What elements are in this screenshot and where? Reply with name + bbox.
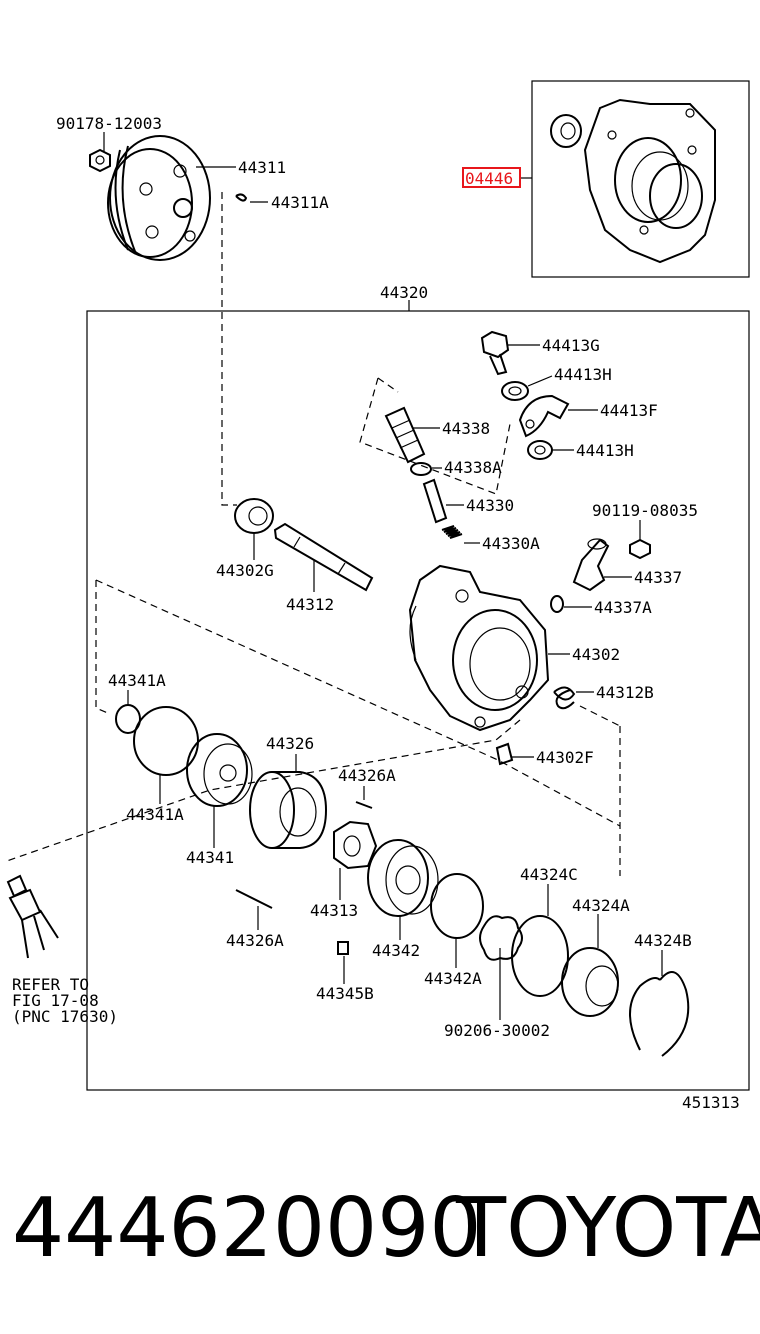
highlight-box-04446 <box>462 167 521 188</box>
label-44324c[interactable]: 44324C <box>520 865 578 884</box>
dashed-guides <box>3 192 621 876</box>
label-90178-12003[interactable]: 90178-12003 <box>56 114 162 133</box>
label-44341a-upper[interactable]: 44341A <box>108 671 166 690</box>
label-04446[interactable]: 04446 <box>465 169 513 188</box>
label-44324a[interactable]: 44324A <box>572 896 630 915</box>
brand-name: TOYOTA <box>455 1181 760 1276</box>
label-44302g[interactable]: 44302G <box>216 561 274 580</box>
label-44326a-lower[interactable]: 44326A <box>226 931 284 950</box>
label-451313: 451313 <box>682 1093 740 1112</box>
pulley-illustration <box>107 135 211 261</box>
housing-illustration <box>408 564 576 766</box>
inset-box-04446 <box>531 80 750 278</box>
label-44330a[interactable]: 44330A <box>482 534 540 553</box>
label-90119-08035[interactable]: 90119-08035 <box>592 501 698 520</box>
inset-pump-illustration <box>521 98 716 264</box>
label-44338a[interactable]: 44338A <box>444 458 502 477</box>
label-44338[interactable]: 44338 <box>442 419 490 438</box>
bearing-44302G-illustration <box>234 498 274 534</box>
label-44312b[interactable]: 44312B <box>596 683 654 702</box>
label-44413g[interactable]: 44413G <box>542 336 600 355</box>
label-44326a-upper[interactable]: 44326A <box>338 766 396 785</box>
shaft-illustration <box>273 522 374 592</box>
pressure-switch-illustration <box>6 874 59 959</box>
refer-line-2: FIG 17-08 <box>12 991 99 1010</box>
label-44413f[interactable]: 44413F <box>600 401 658 420</box>
label-44313[interactable]: 44313 <box>310 901 358 920</box>
label-44320[interactable]: 44320 <box>380 283 428 302</box>
label-44341a-lower[interactable]: 44341A <box>126 805 184 824</box>
pump-internals-illustration <box>115 689 690 1057</box>
leader-lines <box>103 132 663 1020</box>
label-44342a[interactable]: 44342A <box>424 969 482 988</box>
assembly-box-44320 <box>86 310 750 1091</box>
flow-valve-illustration <box>384 406 432 476</box>
label-44311[interactable]: 44311 <box>238 158 286 177</box>
union-44337-illustration <box>550 538 651 613</box>
nut-illustration <box>89 148 111 173</box>
label-44337[interactable]: 44337 <box>634 568 682 587</box>
valve-44330-illustration <box>422 478 463 539</box>
key-illustration <box>235 193 248 202</box>
label-44312[interactable]: 44312 <box>286 595 334 614</box>
label-44311a[interactable]: 44311A <box>271 193 329 212</box>
label-44324b[interactable]: 44324B <box>634 931 692 950</box>
part-number: 444620090 <box>12 1181 482 1276</box>
label-44342[interactable]: 44342 <box>372 941 420 960</box>
label-44345b[interactable]: 44345B <box>316 984 374 1003</box>
label-44302f[interactable]: 44302F <box>536 748 594 767</box>
refer-line-3: (PNC 17630) <box>12 1007 118 1026</box>
label-44330[interactable]: 44330 <box>466 496 514 515</box>
refer-line-1: REFER TO <box>12 975 89 994</box>
label-44326[interactable]: 44326 <box>266 734 314 753</box>
label-44302[interactable]: 44302 <box>572 645 620 664</box>
part-labels: 90178-12003 44311 44311A 44320 44413G 44… <box>12 114 740 1112</box>
label-44337a[interactable]: 44337A <box>594 598 652 617</box>
label-44413h-upper[interactable]: 44413H <box>554 365 612 384</box>
label-44413h-lower[interactable]: 44413H <box>576 441 634 460</box>
label-44341[interactable]: 44341 <box>186 848 234 867</box>
label-90206-30002[interactable]: 90206-30002 <box>444 1021 550 1040</box>
